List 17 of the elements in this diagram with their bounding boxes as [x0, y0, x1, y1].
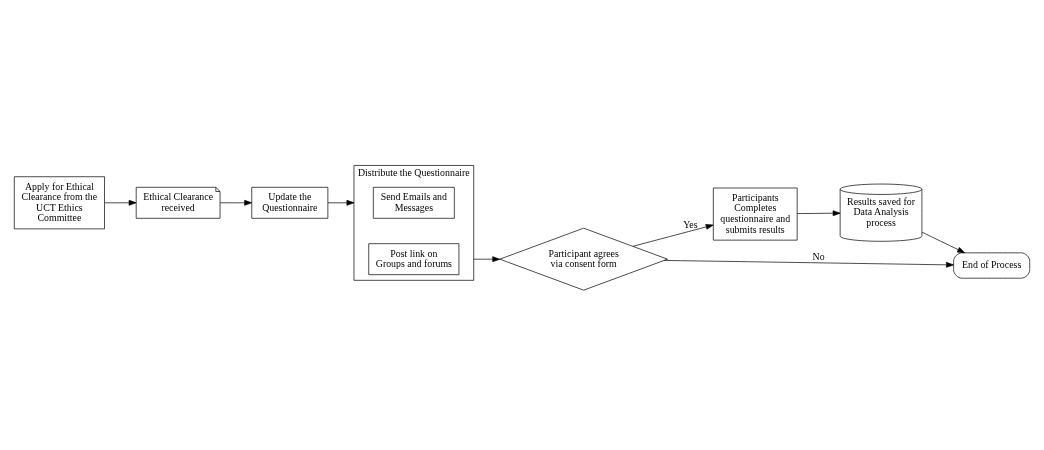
arrow [473, 256, 501, 262]
node-diamond: Participant agrees via consent form [499, 227, 668, 291]
node-box: Apply for Ethical Clearance from the UCT Ethics Committee [13, 176, 105, 230]
arrow [663, 260, 954, 268]
arrow [104, 200, 137, 206]
node-box: Send Emails and Messages [372, 186, 455, 219]
arrow [797, 210, 841, 216]
arrow [921, 231, 965, 254]
arrow [327, 200, 355, 206]
node-box: End of Process [953, 252, 1031, 279]
node-box: Post link on Groups and forums [368, 243, 460, 276]
node-box: Update the Questionnaire [251, 186, 329, 219]
edge-label: No [812, 251, 825, 263]
edge-label: Yes [683, 218, 698, 230]
node-box: Participants Completes questionnaire and submits results [712, 187, 798, 241]
arrow [632, 224, 714, 247]
arrow [219, 200, 253, 206]
